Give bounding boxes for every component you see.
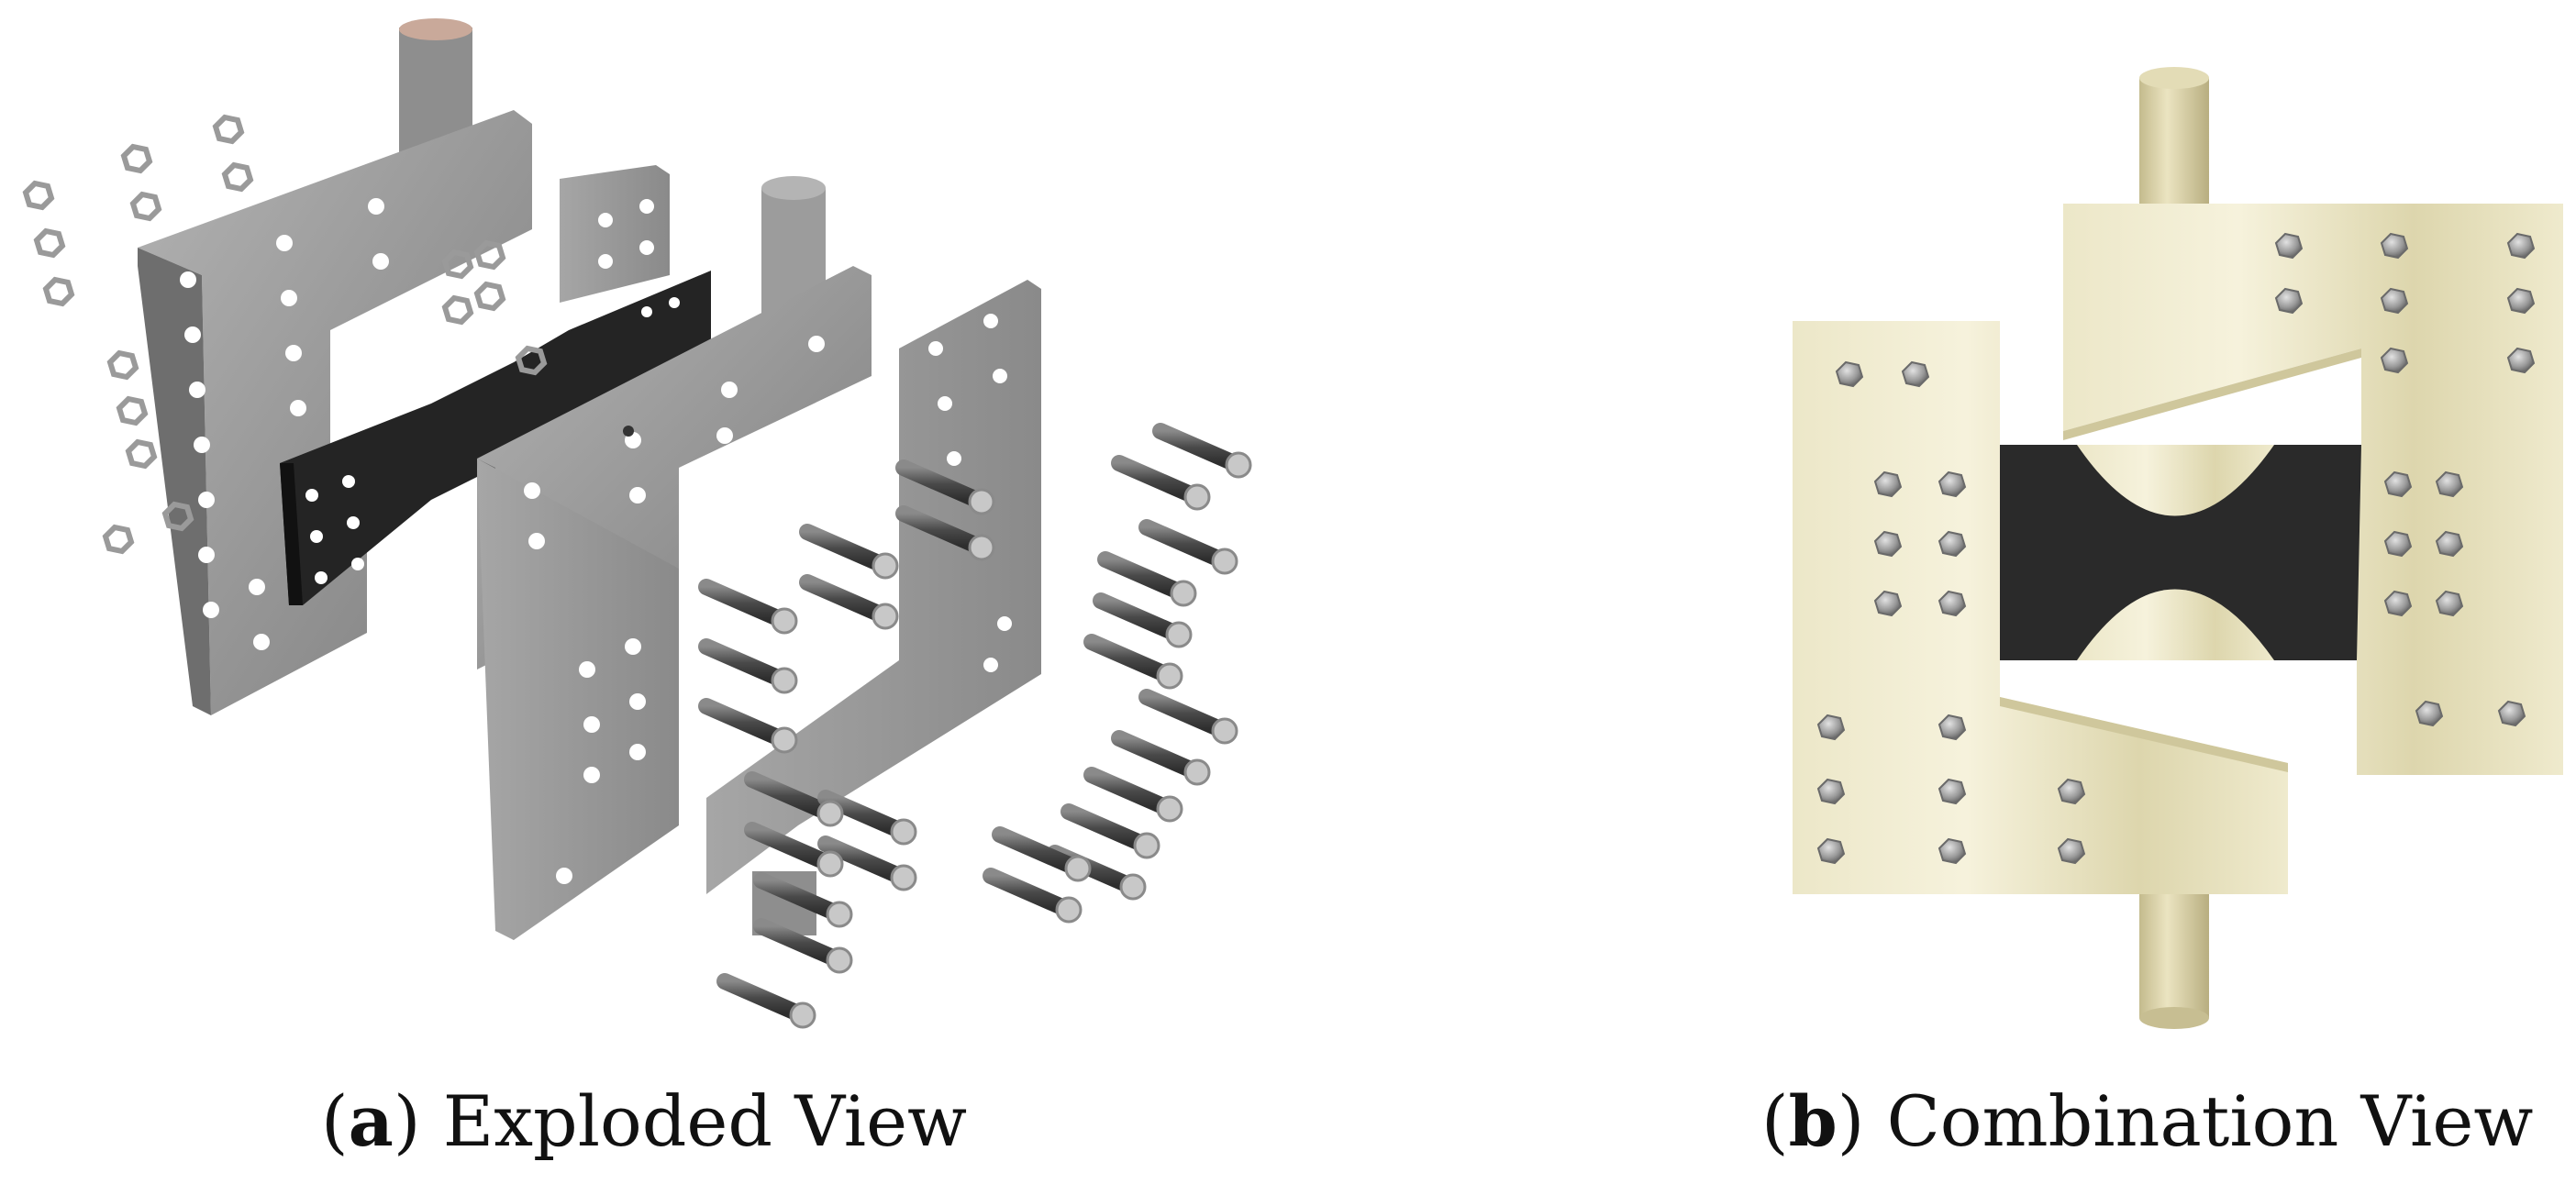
loading-rod-bottom (2139, 890, 2209, 1029)
panel-label-b: b (1788, 1080, 1838, 1162)
loading-rod-top (2139, 67, 2209, 216)
panel-label-a: a (348, 1080, 394, 1162)
back-clamp-plate (138, 18, 532, 715)
panel-title-b: Combination View (1886, 1080, 2534, 1162)
exploded-view-illustration (22, 18, 1252, 1029)
lower-clamp-plate (1793, 321, 2288, 894)
nut-group (1816, 232, 2536, 865)
caption-exploded-view: (a) Exploded View (321, 1080, 968, 1162)
middle-insert-plate (560, 165, 670, 303)
specimen-dogbone (1994, 445, 2361, 660)
upper-clamp-plate (2063, 204, 2563, 775)
nut-group (22, 114, 548, 555)
bolt-group (698, 423, 1252, 1029)
specimen-dogbone (280, 271, 711, 605)
panel-title-a: Exploded View (442, 1080, 968, 1162)
combination-view-illustration (1793, 67, 2563, 1029)
caption-combination-view: (b) Combination View (1761, 1080, 2534, 1162)
front-clamp-plate (477, 176, 872, 940)
panel-exploded-view: (a) Exploded View (22, 18, 1252, 1162)
panel-combination-view: (b) Combination View (1288, 0, 2576, 1184)
